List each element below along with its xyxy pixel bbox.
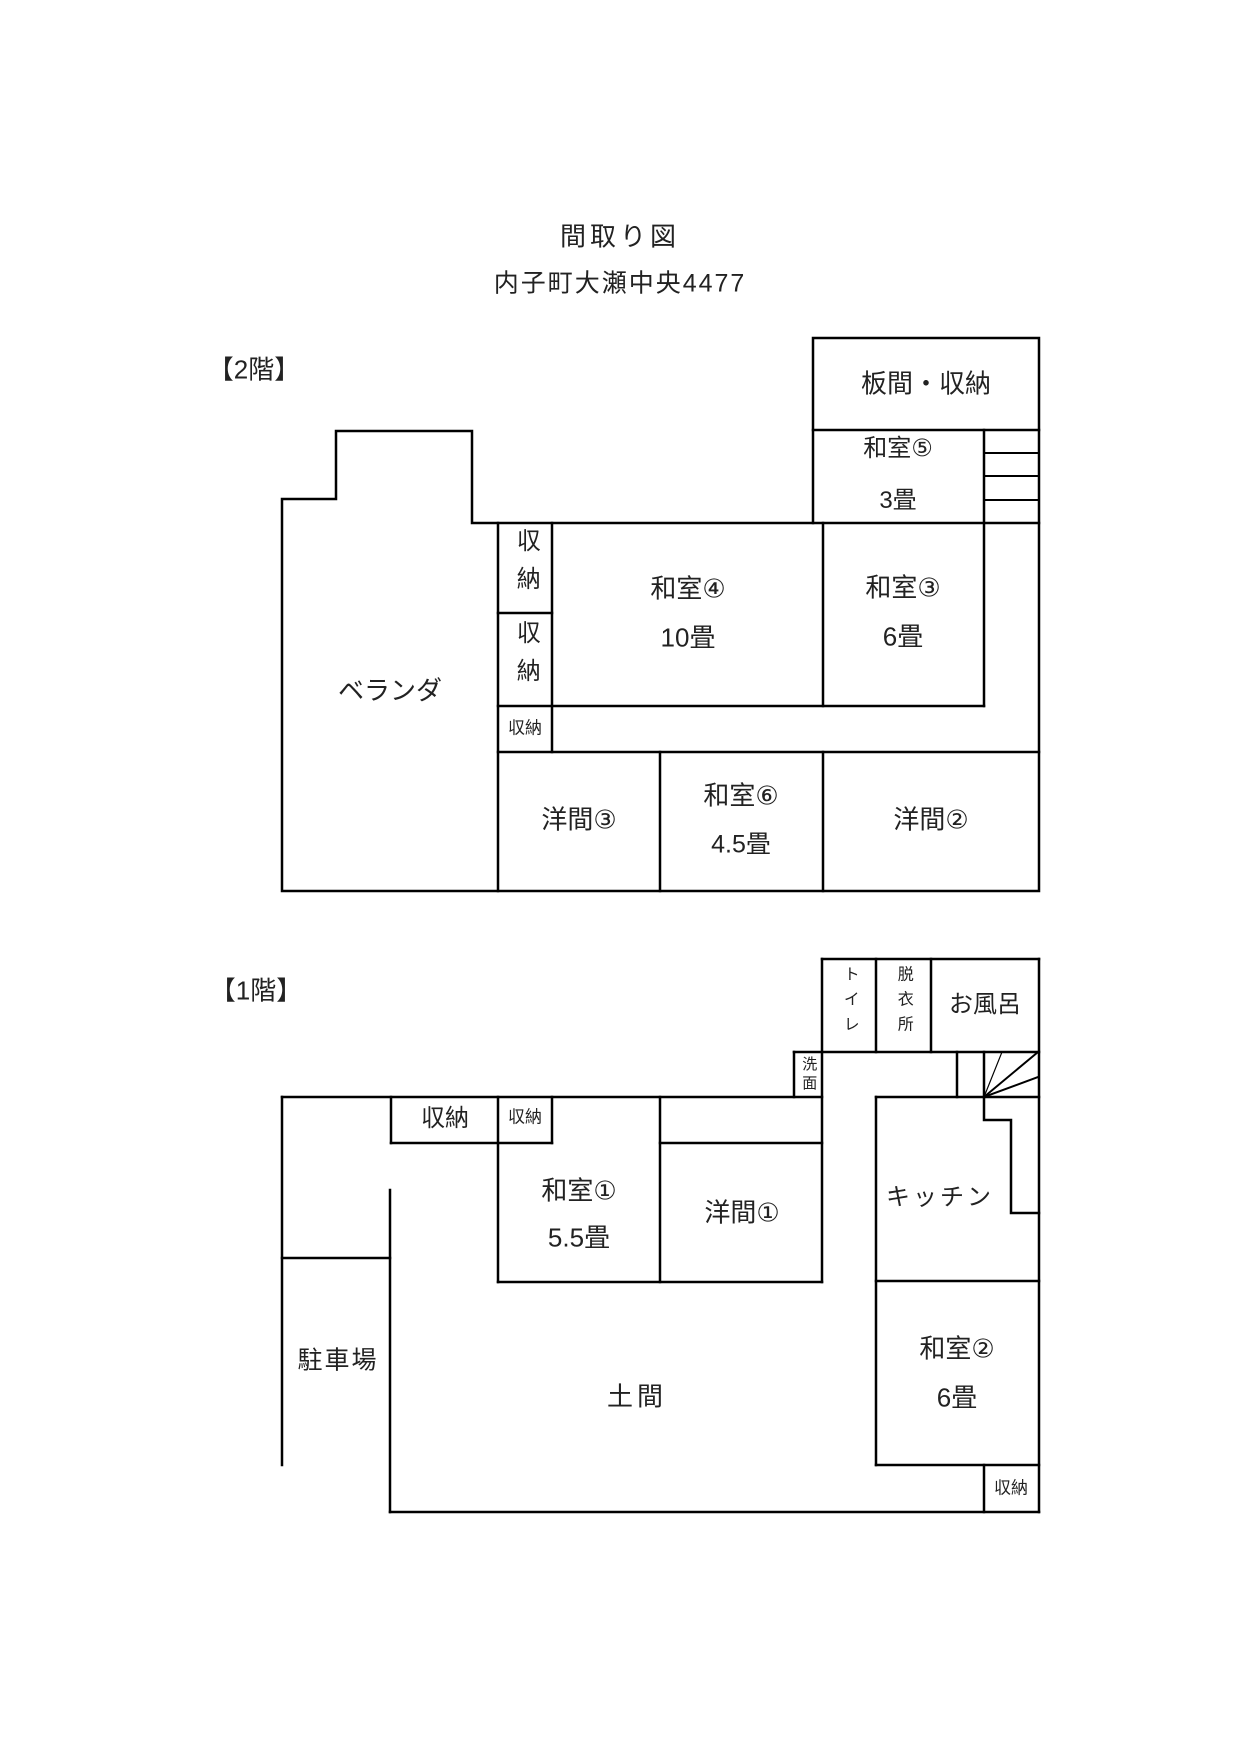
room-label-dressing-room: 脱衣所 bbox=[894, 965, 912, 1041]
room-label-closet-2f-strip: 収納 bbox=[508, 718, 542, 738]
room-label-itanoma-closet: 板間・収納 bbox=[860, 368, 992, 399]
room-label-washstand: 洗面 bbox=[800, 1056, 818, 1094]
room-size-washitsu6: 4.5畳 bbox=[711, 830, 771, 859]
room-label-washitsu1: 和室① bbox=[541, 1175, 617, 1206]
page-subtitle: 内子町大瀬中央4477 bbox=[493, 269, 747, 298]
room-size-washitsu4: 10畳 bbox=[660, 622, 716, 653]
room-label-yoma3: 洋間③ bbox=[541, 804, 617, 835]
floor2-label: 【2階】 bbox=[207, 354, 301, 385]
room-label-closet-2f-a: 収納 bbox=[512, 528, 540, 604]
room-label-closet-1f-small: 収納 bbox=[508, 1107, 542, 1127]
room-label-bath: お風呂 bbox=[949, 990, 1021, 1018]
floor1-label: 【1階】 bbox=[209, 975, 303, 1006]
room-label-doma: 土間 bbox=[606, 1381, 668, 1412]
room-label-veranda: ベランダ bbox=[337, 675, 443, 706]
room-size-washitsu5: 3畳 bbox=[879, 486, 917, 514]
room-label-washitsu5: 和室⑤ bbox=[863, 434, 933, 462]
room-label-yoma1: 洋間① bbox=[704, 1197, 780, 1228]
room-size-washitsu2: 6畳 bbox=[936, 1382, 978, 1413]
room-label-parking: 駐車場 bbox=[297, 1346, 379, 1375]
room-label-washitsu4: 和室④ bbox=[650, 573, 726, 604]
room-label-yoma2: 洋間② bbox=[893, 804, 969, 835]
room-size-washitsu3: 6畳 bbox=[882, 621, 924, 652]
room-label-kitchen: キッチン bbox=[886, 1183, 994, 1211]
room-label-closet-2f-b: 収納 bbox=[512, 620, 540, 696]
room-label-toilet: トイレ bbox=[840, 965, 858, 1041]
room-size-washitsu1: 5.5畳 bbox=[547, 1222, 611, 1253]
page-title: 間取り図 bbox=[559, 221, 681, 252]
room-label-washitsu2: 和室② bbox=[919, 1333, 995, 1364]
room-label-washitsu6: 和室⑥ bbox=[703, 780, 779, 811]
room-label-closet-1f-large: 収納 bbox=[421, 1104, 469, 1132]
room-label-closet-1f-br: 収納 bbox=[994, 1478, 1028, 1498]
room-label-washitsu3: 和室③ bbox=[865, 572, 941, 603]
